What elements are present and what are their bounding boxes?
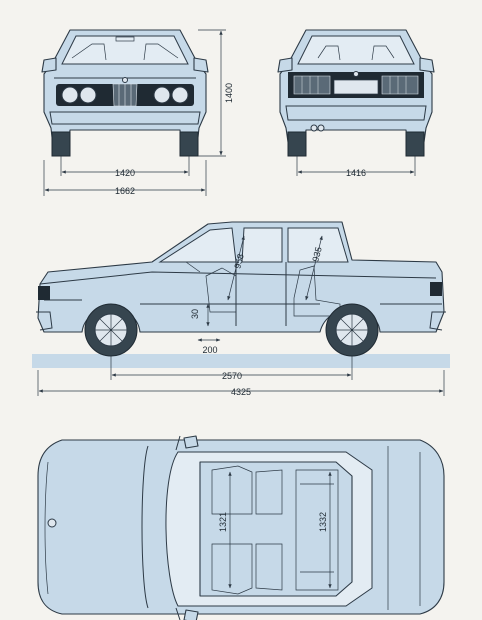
exhaust-pipe-2	[317, 124, 325, 132]
rear-badge-icon	[353, 71, 359, 77]
headlight-left-inner	[79, 86, 97, 104]
front-badge-icon	[122, 77, 128, 83]
height-extension-lines	[198, 29, 226, 157]
headlight-right-inner	[153, 86, 171, 104]
top-badge-icon	[47, 518, 57, 528]
top-view: 1321 1332	[37, 435, 445, 620]
hood-rear-edge	[141, 445, 149, 609]
rear-window	[297, 35, 415, 65]
rear-tyre-left	[287, 131, 307, 157]
ground-strip	[32, 354, 450, 368]
shoulder-line	[39, 271, 437, 285]
side-front-bumper	[36, 311, 53, 331]
license-plate	[333, 79, 379, 95]
front-width-extension-lines	[43, 156, 207, 196]
overall-width-label: 1662	[115, 186, 135, 196]
headlight-right-outer	[171, 86, 189, 104]
side-view: 958 935 30 200 2570 4325	[32, 221, 450, 397]
front-windshield	[61, 35, 189, 65]
driver-seat-top	[211, 465, 253, 515]
front-track-label: 1420	[115, 168, 135, 178]
rear-headroom-label: 935	[310, 246, 323, 263]
kidney-grille-bars	[118, 84, 132, 106]
front-bumper-top	[44, 461, 49, 595]
rear-wheel-spokes	[336, 314, 368, 346]
side-headlight	[38, 286, 50, 300]
side-windshield	[158, 227, 237, 263]
side-extension-lines	[37, 356, 445, 396]
rear-headroom-dimension-line	[305, 235, 323, 301]
seat-height-label: 30	[190, 309, 200, 319]
headlight-left-outer	[61, 86, 79, 104]
side-rear-bumper	[429, 311, 446, 331]
rear-bench-top	[295, 469, 339, 591]
front-headroom-dimension-line	[227, 235, 245, 301]
height-label: 1400	[224, 83, 234, 103]
exhaust-pipe-1	[310, 124, 318, 132]
passenger-seat-top	[211, 543, 253, 595]
rear-track-label: 1416	[346, 168, 366, 178]
trunk-lines	[387, 446, 421, 610]
top-side-mirrors	[183, 435, 199, 620]
body-crease-line	[44, 299, 442, 305]
tail-light-segments	[301, 76, 407, 94]
roof-panel	[199, 461, 353, 597]
overall-length-label: 4325	[231, 387, 251, 397]
rear-view-mirror	[115, 36, 135, 42]
front-wheel-spokes	[95, 314, 127, 346]
rear-headrests-silhouette	[317, 45, 395, 61]
front-tyre-left	[51, 131, 71, 157]
front-seats-silhouette	[71, 43, 179, 61]
front-seat-backrests	[255, 469, 283, 591]
rear-tyre-right	[405, 131, 425, 157]
front-bumper	[49, 111, 201, 125]
front-headroom-label: 958	[232, 253, 245, 270]
rear-track-extension-lines	[296, 156, 416, 176]
front-view: 1400 1420 1662	[41, 29, 234, 196]
front-tyre-right	[179, 131, 199, 157]
front-seat-width-label: 1321	[218, 512, 228, 532]
rear-bumper	[285, 105, 427, 121]
rear-seat-width-label: 1332	[318, 512, 328, 532]
wheelbase-label: 2570	[222, 371, 242, 381]
side-taillight	[430, 282, 442, 296]
front-side-mirrors	[41, 57, 209, 73]
rear-side-mirrors	[277, 57, 435, 73]
side-front-window	[241, 227, 283, 263]
rear-view: 1416	[277, 29, 435, 178]
seat-offset-label: 200	[202, 345, 217, 355]
rear-seat-silhouette	[293, 265, 341, 317]
a-pillar-lines	[175, 435, 181, 620]
